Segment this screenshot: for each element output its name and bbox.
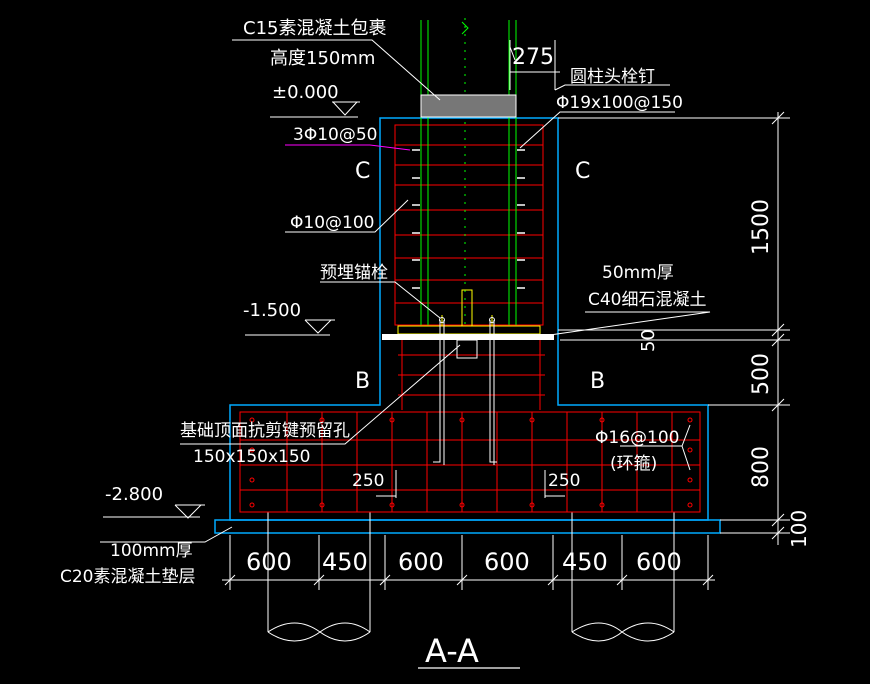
stud-spec: Φ19x100@150 — [556, 93, 683, 113]
ring-rebar-note: (环箍) — [610, 454, 657, 474]
cushion-layer — [214, 519, 721, 534]
dim-275: 275 — [512, 45, 554, 70]
dim-right-800: 800 — [749, 446, 774, 488]
stirrup-label: Φ10@100 — [290, 213, 374, 233]
anchor-bolts — [433, 317, 497, 465]
dim-250-right: 250 — [548, 471, 580, 491]
shear-key-hole-line2: 150x150x150 — [193, 447, 310, 467]
grout-material: C40细石混凝土 — [588, 290, 707, 310]
dim-bottom-450-b: 450 — [562, 548, 608, 576]
rebar-top: 3Φ10@50 — [293, 125, 377, 145]
shear-studs — [412, 149, 525, 289]
shear-key-hole-line1: 基础顶面抗剪键预留孔 — [180, 421, 350, 441]
level-zero: ±0.000 — [272, 82, 339, 103]
cushion-line1: 100mm厚 — [110, 541, 193, 561]
base-plate — [397, 289, 541, 335]
leader-lines — [100, 39, 711, 543]
c15-label-line1: C15素混凝土包裹 — [243, 18, 386, 39]
dim-right-1500: 1500 — [749, 199, 774, 255]
dim-right-50: 50 — [638, 329, 659, 352]
elevation-markers — [174, 101, 360, 519]
steel-column — [420, 18, 517, 330]
piles — [267, 512, 675, 642]
c15-encasement — [420, 94, 517, 118]
bottom-dimension-chain — [222, 535, 715, 590]
section-b-left: B — [355, 369, 370, 394]
dim-bottom-600-b: 600 — [398, 548, 444, 576]
dim-bottom-600-c: 600 — [484, 548, 530, 576]
cushion-line2: C20素混凝土垫层 — [60, 567, 196, 587]
section-c-left: C — [355, 159, 370, 184]
grout-layer — [382, 334, 554, 340]
dim-right-500: 500 — [749, 353, 774, 395]
dim-bottom-600-a: 600 — [246, 548, 292, 576]
section-b-right: B — [590, 369, 605, 394]
anchor-bolt-label: 预埋锚栓 — [320, 263, 388, 283]
dim-bottom-600-d: 600 — [636, 548, 682, 576]
rebar-callout-leader — [285, 144, 411, 151]
right-dimension-chain — [558, 111, 790, 545]
stud-title: 圆柱头栓钉 — [570, 67, 655, 87]
section-title: A-A — [425, 632, 479, 670]
dim-bottom-450-a: 450 — [322, 548, 368, 576]
grout-thickness: 50mm厚 — [602, 263, 674, 283]
annotation-text: C15素混凝土包裹 高度150mm 275 ±0.000 圆柱头栓钉 Φ19x1… — [60, 18, 811, 670]
pedestal-rebar — [394, 124, 545, 410]
dim-250-left: 250 — [352, 471, 384, 491]
level-minus-2800: -2.800 — [105, 484, 163, 505]
dim-right-100: 100 — [787, 510, 811, 548]
dim-tick — [509, 46, 516, 61]
foundation-outline — [214, 117, 721, 534]
section-c-right: C — [575, 159, 590, 184]
level-minus-1500: -1.500 — [243, 300, 301, 321]
ring-rebar-spec: Φ16@100 — [595, 428, 679, 448]
c15-label-line2: 高度150mm — [270, 48, 375, 69]
